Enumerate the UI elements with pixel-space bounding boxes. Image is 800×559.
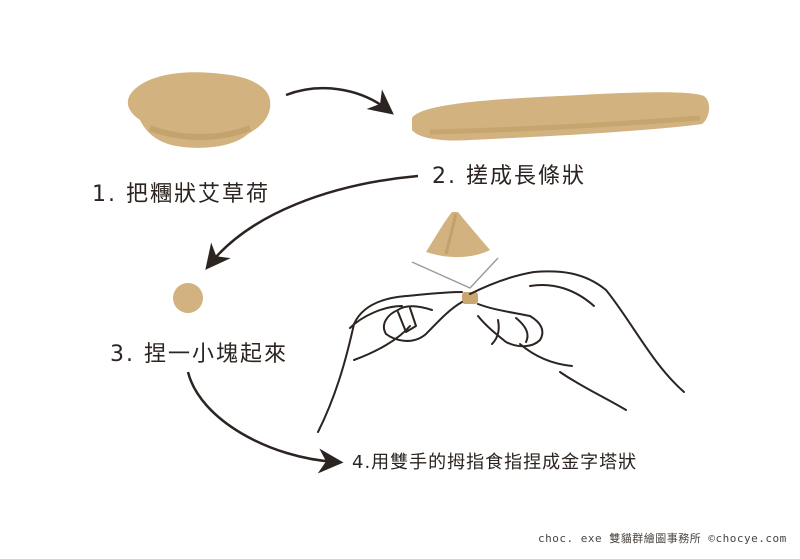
arrow-2-to-3 xyxy=(205,174,419,270)
pinched-dough xyxy=(462,292,478,304)
dough-ball xyxy=(173,283,203,313)
dough-pyramid xyxy=(426,212,490,258)
arrow-1-to-2 xyxy=(285,86,394,115)
step-3-label: 3. 捏一小塊起來 xyxy=(110,342,288,367)
zoom-guide-lines xyxy=(411,257,499,289)
step-2-label: 2. 搓成長條狀 xyxy=(432,164,586,189)
arrow-3-to-4 xyxy=(186,371,344,474)
dough-lump xyxy=(127,72,271,148)
step-4-label: 4.用雙手的拇指食指捏成金字塔狀 xyxy=(352,452,638,473)
step-1-label: 1. 把糰狀艾草荷 xyxy=(92,182,270,207)
credit-line: choc. exe 雙貓群繪圖事務所 ©chocye.com xyxy=(538,532,787,545)
hands-line-art xyxy=(317,270,685,433)
